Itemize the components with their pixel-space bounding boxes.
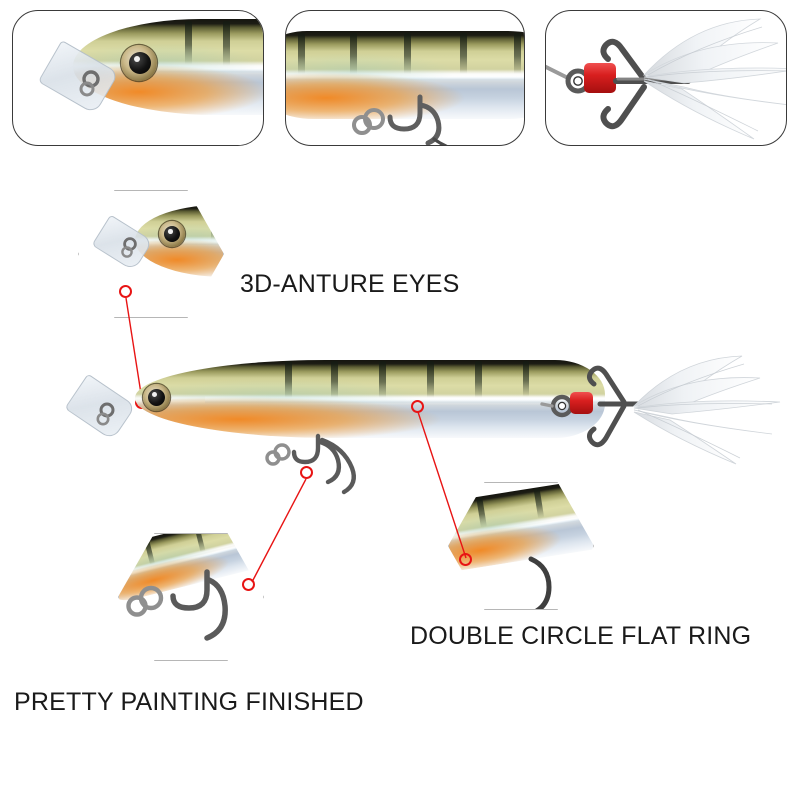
lateral-line	[286, 73, 524, 82]
marker-hex-ring	[459, 553, 472, 566]
main-lure-body	[135, 360, 605, 438]
callout-hex-ring	[448, 482, 594, 610]
lure-body-artwork	[286, 11, 524, 145]
detail-panel-body	[285, 10, 525, 146]
main-belly-treble-hook	[265, 433, 356, 495]
main-line-tie-icon	[96, 402, 115, 426]
detail-panel-tail	[545, 10, 787, 146]
eye-glint	[134, 56, 140, 62]
3d-eye	[121, 45, 157, 81]
eye-pupil	[129, 52, 151, 74]
marker-lure-flank	[411, 400, 424, 413]
marker-lure-belly-hook	[300, 466, 313, 479]
flat-ring-zoom	[524, 556, 552, 609]
feature-label-painting: PRETTY PAINTING FINISHED	[14, 688, 364, 716]
callout-hex-painting	[118, 533, 264, 661]
red-collar	[584, 63, 616, 93]
lure-tail-artwork	[546, 11, 786, 145]
line-tie-icon	[121, 237, 137, 258]
3d-eye-zoom	[159, 221, 185, 247]
line-tie-icon	[79, 70, 100, 97]
callout-hex-eyes-image	[79, 191, 223, 317]
eye-pupil	[148, 389, 165, 406]
callout-hex-eyes	[78, 190, 224, 318]
flank-bars	[135, 360, 605, 438]
belly-treble-hook	[352, 94, 448, 145]
main-lure-eye	[143, 384, 170, 411]
callout-hex-painting-image	[119, 534, 263, 660]
marker-hex-eyes	[119, 285, 132, 298]
main-red-collar	[570, 392, 593, 414]
belly-hook-zoom	[126, 569, 228, 641]
eye-glint	[168, 229, 173, 234]
feather-dressing	[642, 18, 786, 140]
eye-glint	[152, 392, 157, 397]
lateral-line	[449, 508, 593, 545]
callout-hex-ring-image	[449, 483, 593, 609]
feature-label-ring: DOUBLE CIRCLE FLAT RING	[410, 622, 752, 650]
detail-panel-head	[12, 10, 264, 146]
main-feather-dressing	[632, 355, 781, 465]
feature-label-eyes: 3D-ANTURE EYES	[240, 270, 460, 298]
main-lure	[60, 348, 781, 498]
lure-head-artwork	[13, 11, 263, 145]
marker-hex-painting	[242, 578, 255, 591]
